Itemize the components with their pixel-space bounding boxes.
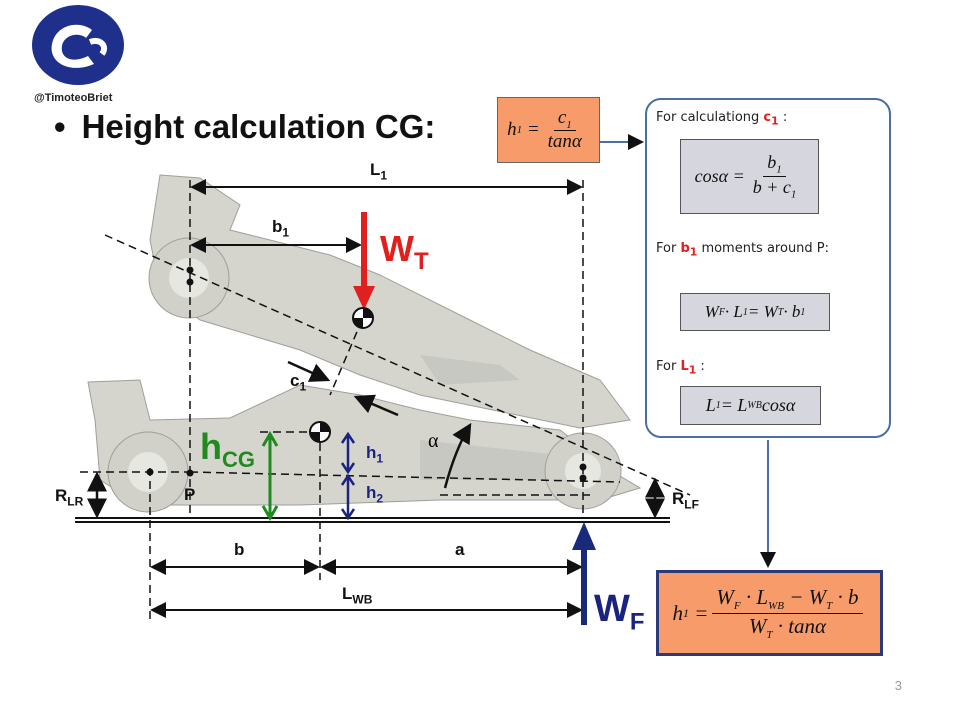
label-WT: WT <box>380 228 429 276</box>
label-LWB: LWB <box>342 584 373 607</box>
slide-title: • Height calculation CG: <box>54 108 435 146</box>
label-c1: c1 <box>290 371 307 394</box>
label-b1: b1 <box>272 217 290 240</box>
cg-marker-upper <box>352 307 374 329</box>
bullet: • <box>54 108 66 145</box>
label-P: P <box>184 485 196 504</box>
car-upper <box>148 174 631 429</box>
label-L1: L1 <box>370 160 388 183</box>
label-RLF: RLF <box>672 489 699 512</box>
title-text: Height calculation CG: <box>81 108 436 145</box>
label-b: b <box>234 540 245 559</box>
page-number: 3 <box>894 678 902 693</box>
logo-badge <box>32 5 124 85</box>
note-l1: For L1 : <box>656 359 705 377</box>
cg-marker-lower <box>309 421 331 443</box>
label-RLR: RLR <box>55 486 84 509</box>
label-alpha: α <box>428 430 439 452</box>
label-h2: h2 <box>366 483 384 506</box>
car-lower <box>87 379 642 513</box>
label-a: a <box>455 540 465 559</box>
note-b1: For b1 moments around P: <box>656 241 830 259</box>
label-hCG: hCG <box>200 426 255 473</box>
label-h1: h1 <box>366 443 384 466</box>
logo <box>32 5 124 85</box>
logo-handle: @TimoteoBriet <box>34 92 113 104</box>
label-WF: WF <box>594 588 645 636</box>
note-c1: For calculationg c1 : <box>656 110 788 128</box>
